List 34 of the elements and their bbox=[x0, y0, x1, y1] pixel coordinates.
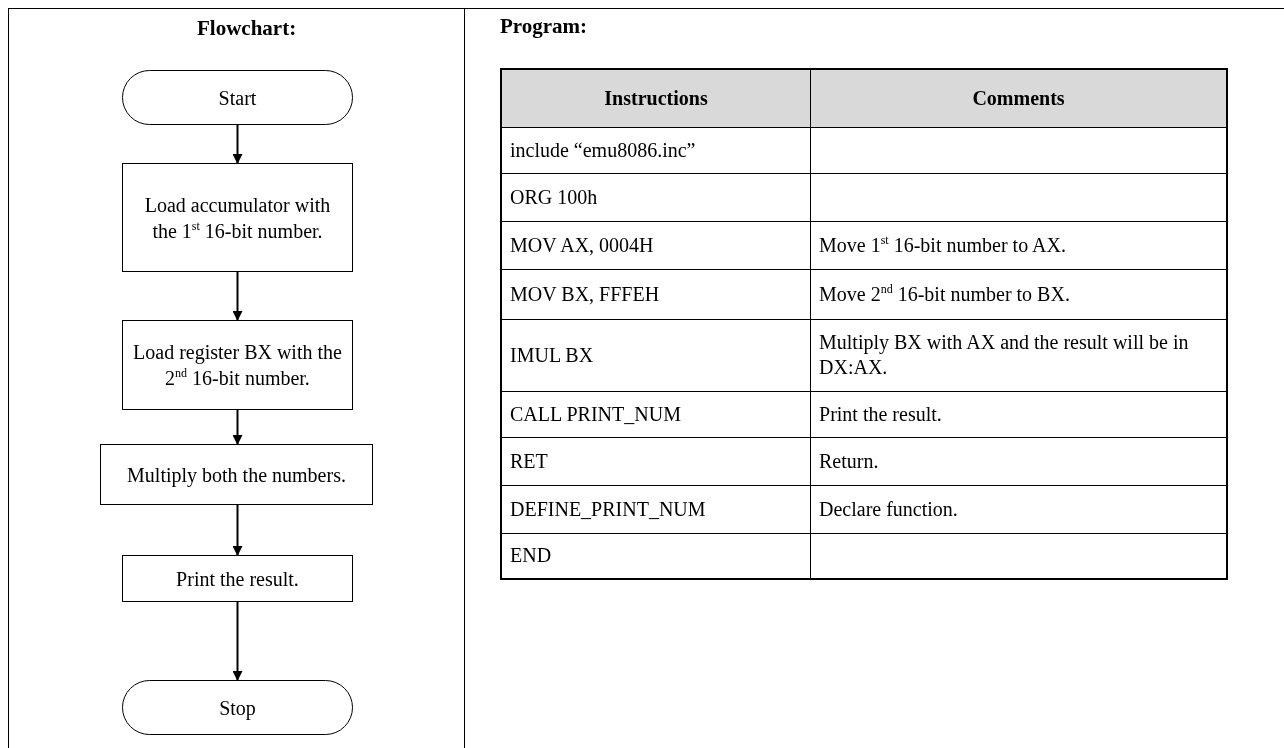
node-text: Start bbox=[218, 85, 257, 111]
node-text: Print the result. bbox=[176, 566, 299, 592]
table-cell: DEFINE_PRINT_NUM bbox=[501, 485, 811, 533]
table-cell: MOV BX, FFFEH bbox=[501, 269, 811, 319]
process-box bbox=[100, 444, 373, 505]
process-box bbox=[122, 163, 353, 272]
header-cell: Instructions bbox=[501, 69, 811, 127]
table-cell: END bbox=[501, 533, 811, 579]
table-cell: RET bbox=[501, 437, 811, 485]
arrow bbox=[232, 271, 243, 321]
arrow bbox=[232, 409, 243, 445]
table-cell: include “emu8086.inc” bbox=[501, 127, 811, 173]
arrow bbox=[232, 124, 243, 164]
arrow bbox=[232, 504, 243, 556]
arrow bbox=[232, 601, 243, 681]
table-cell: Multiply BX with AX and the result will be in DX:AX. bbox=[810, 319, 1227, 391]
node-text: Stop bbox=[219, 695, 256, 721]
process-box bbox=[122, 320, 353, 410]
node-text: Multiply both the numbers. bbox=[127, 462, 346, 488]
table-cell: Move 1$^{st}$ 16-bit number to AX. bbox=[810, 221, 1227, 269]
table-cell: Move 2$^{nd}$ 16-bit number to BX. bbox=[810, 269, 1227, 319]
table-cell: Print the result. bbox=[810, 391, 1227, 437]
table-cell: MOV AX, 0004H bbox=[501, 221, 811, 269]
header-cell: Comments bbox=[810, 69, 1227, 127]
table-cell: IMUL BX bbox=[501, 319, 811, 391]
table-cell: ORG 100h bbox=[501, 173, 811, 221]
panel-heading: Program: bbox=[500, 14, 588, 39]
node-text: Load register BX with the 2$^{nd}$ 16-bit number. bbox=[132, 340, 343, 391]
node-text: Load accumulator with the 1$^{st}$ 16-bit number. bbox=[143, 192, 332, 244]
table-cell: Return. bbox=[810, 437, 1227, 485]
process-box bbox=[122, 555, 353, 602]
table-cell: Declare function. bbox=[810, 485, 1227, 533]
table-cell: CALL PRINT_NUM bbox=[501, 391, 811, 437]
panel-heading: Flowchart: bbox=[197, 16, 297, 41]
